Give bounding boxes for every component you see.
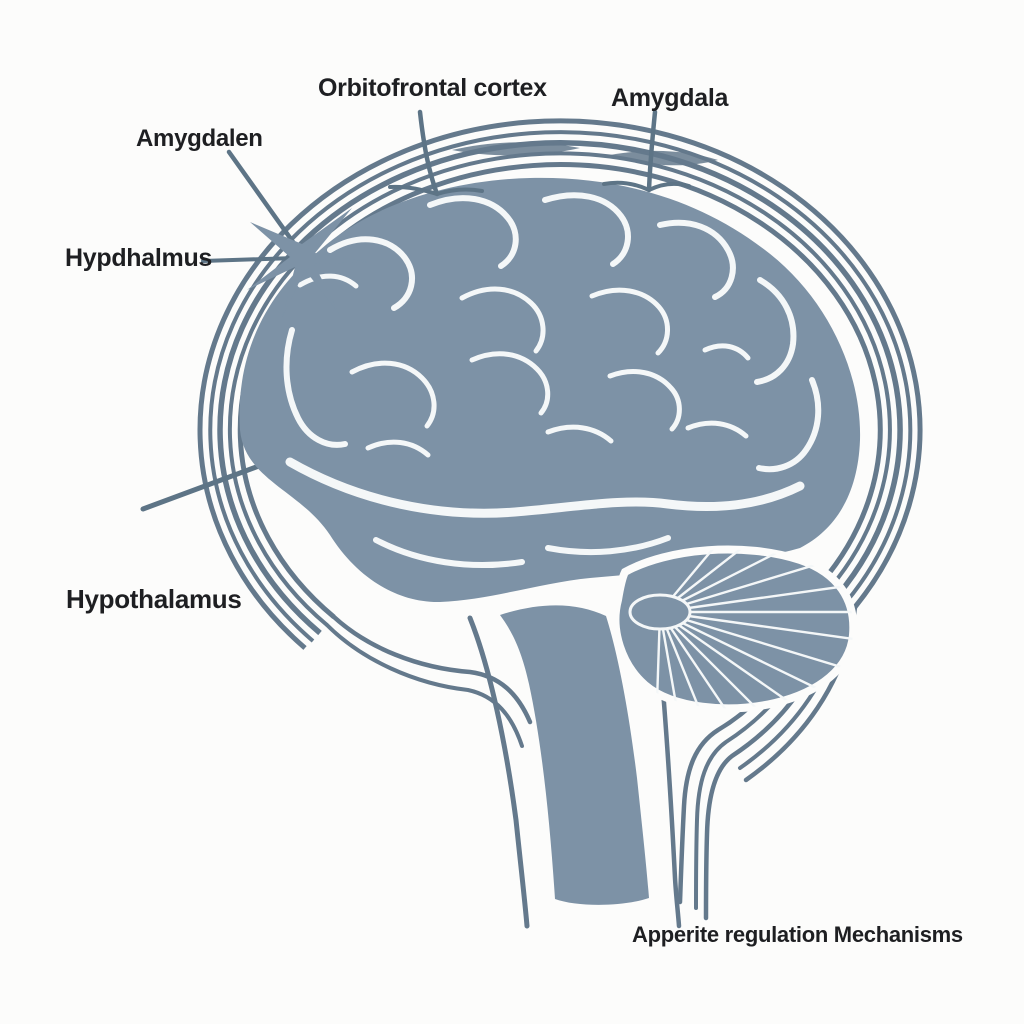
brainstem (500, 605, 649, 905)
cerebrum (239, 177, 861, 603)
label-amygdalen: Amygdalen (136, 125, 263, 152)
leader-line-amygdala (602, 109, 691, 193)
cerebellum-nodule (628, 593, 692, 631)
leader-line-hypdhalmus (201, 256, 297, 263)
outer-contour-rings (197, 118, 923, 650)
gyri-folds (283, 192, 822, 569)
label-hypothalamus: Hypothalamus (66, 584, 242, 614)
label-orbitofrontal-cortex: Orbitofrontal cortex (318, 74, 547, 102)
cerebellum (611, 545, 858, 713)
label-amygdala: Amygdala (611, 84, 729, 112)
leader-junction-star (201, 149, 368, 318)
caption-text: Apperite regulation Mechanisms (632, 922, 963, 947)
leader-line-orbitofrontal (388, 109, 484, 197)
leader-line-amygdalen (226, 149, 306, 259)
label-hypdhalmus: Hypdhalmus (65, 244, 213, 272)
